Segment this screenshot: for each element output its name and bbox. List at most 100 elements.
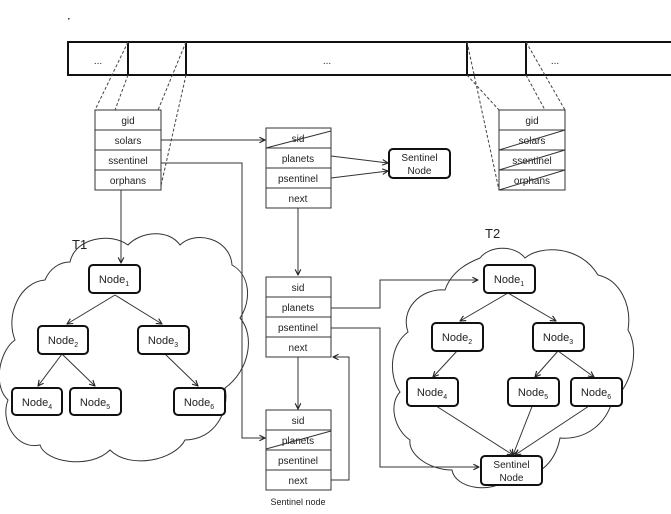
t1-label: T1 (72, 237, 87, 252)
t2-sentinel-node: Sentinel Node (480, 455, 543, 486)
node-label: Node (581, 387, 607, 399)
projection-lines-left (94, 41, 187, 191)
arrow-psentinel-to-sentinel (330, 171, 388, 179)
solar-struct-left: gid solars ssentinel orphans (94, 109, 162, 191)
svg-text:Node6: Node6 (581, 387, 611, 401)
svg-text:Node2: Node2 (442, 332, 472, 346)
field-next: next (289, 476, 308, 487)
node-subscript: 3 (174, 342, 178, 349)
svg-text:Node1: Node1 (494, 274, 524, 288)
field-ssentinel: ssentinel (108, 156, 147, 167)
planet-struct-middle: sid planets psentinel next (265, 276, 332, 358)
sentinel-label-line1: Sentinel (493, 460, 529, 471)
solar-struct-right: gid solars ssentinel orphans (498, 109, 566, 191)
node-subscript: 5 (544, 394, 548, 401)
field-planets: planets (282, 303, 314, 314)
t2-edges (433, 292, 594, 455)
node-subscript: 1 (125, 281, 129, 288)
sentinel-label-line2: Node (500, 473, 524, 484)
svg-text:Node3: Node3 (148, 335, 178, 349)
field-planets-crossed: planets (282, 436, 314, 447)
node-label: Node (148, 335, 174, 347)
field-psentinel: psentinel (278, 323, 318, 334)
node-subscript: 5 (106, 404, 110, 411)
top-array-frame (67, 41, 671, 76)
field-orphans: orphans (110, 176, 146, 187)
sentinel-label-line2: Node (408, 166, 432, 177)
strike-line (265, 430, 332, 450)
t2-label: T2 (485, 226, 500, 241)
node-label: Node (184, 397, 210, 409)
arrow-next-loop-back (331, 357, 350, 481)
node-label: Node (518, 387, 544, 399)
field-solars: solars (115, 136, 142, 147)
node-subscript: 4 (443, 394, 447, 401)
strike-line (265, 130, 332, 149)
projection-lines-right (466, 41, 566, 191)
arrow-planets-to-sentinel (330, 155, 388, 163)
svg-text:Node6: Node6 (184, 397, 214, 411)
t2-node-1: Node1 (483, 264, 536, 294)
field-next: next (289, 194, 308, 205)
node-subscript: 1 (520, 281, 524, 288)
field-psentinel: psentinel (278, 174, 318, 185)
node-label: Node (442, 332, 468, 344)
svg-text:Node5: Node5 (80, 397, 110, 411)
node-label: Node (22, 397, 48, 409)
field-sid: sid (292, 283, 305, 294)
svg-text:Node2: Node2 (48, 335, 78, 349)
sentinel-label-line1: Sentinel (401, 153, 437, 164)
arrow-ssentinel-to-sentinel-struct (161, 162, 265, 438)
svg-text:Node1: Node1 (99, 274, 129, 288)
field-gid: gid (121, 116, 134, 127)
top-array: ... ... ... (67, 41, 671, 76)
cloud-t1 (0, 233, 249, 463)
field-solars-crossed: solars (519, 136, 546, 147)
node-label: Node (48, 335, 74, 347)
sentinel-node-top: Sentinel Node (388, 148, 451, 179)
node-label: Node (494, 274, 520, 286)
t2-node-2: Node2 (431, 322, 484, 352)
node-label: Node (80, 397, 106, 409)
t1-node-5: Node5 (69, 387, 122, 416)
node-subscript: 4 (48, 404, 52, 411)
array-cell-ellipsis: ... (323, 56, 331, 67)
strike-line (498, 169, 566, 191)
t2-node-6: Node6 (570, 377, 623, 407)
arrow-planets-to-t2-root (331, 280, 478, 309)
t1-node-6: Node6 (173, 387, 226, 416)
node-label: Node (543, 332, 569, 344)
arrow-psentinel-to-t2-sentinel (331, 327, 479, 467)
t2-node-3: Node3 (532, 322, 585, 352)
field-orphans-crossed: orphans (514, 176, 550, 187)
t1-node-2: Node2 (37, 325, 89, 355)
node-label: Node (99, 274, 125, 286)
array-cell-ellipsis: ... (551, 56, 559, 67)
array-cell-ellipsis: ... (94, 56, 102, 67)
svg-text:Node4: Node4 (417, 387, 447, 401)
node-subscript: 2 (74, 342, 78, 349)
sentinel-node-caption: Sentinel node (270, 497, 325, 507)
field-psentinel: psentinel (278, 456, 318, 467)
strike-line (498, 149, 566, 171)
svg-text:Node5: Node5 (518, 387, 548, 401)
field-sid: sid (292, 416, 305, 427)
node-subscript: 2 (468, 339, 472, 346)
node-subscript: 6 (210, 404, 214, 411)
node-subscript: 6 (607, 394, 611, 401)
t2-node-4: Node4 (406, 377, 459, 407)
t2-node-5: Node5 (507, 377, 560, 407)
field-planets: planets (282, 154, 314, 165)
svg-text:Node3: Node3 (543, 332, 573, 346)
planet-struct-top: sid planets psentinel next (265, 127, 332, 209)
field-ssentinel-crossed: ssentinel (512, 156, 551, 167)
t1-node-1: Node1 (88, 264, 141, 294)
t1-edges (38, 294, 198, 386)
t1-node-4: Node4 (11, 387, 63, 416)
strike-line (498, 129, 566, 151)
node-subscript: 3 (569, 339, 573, 346)
field-gid: gid (525, 116, 538, 127)
stray-dot (68, 18, 70, 20)
field-next: next (289, 343, 308, 354)
svg-text:Node4: Node4 (22, 397, 52, 411)
